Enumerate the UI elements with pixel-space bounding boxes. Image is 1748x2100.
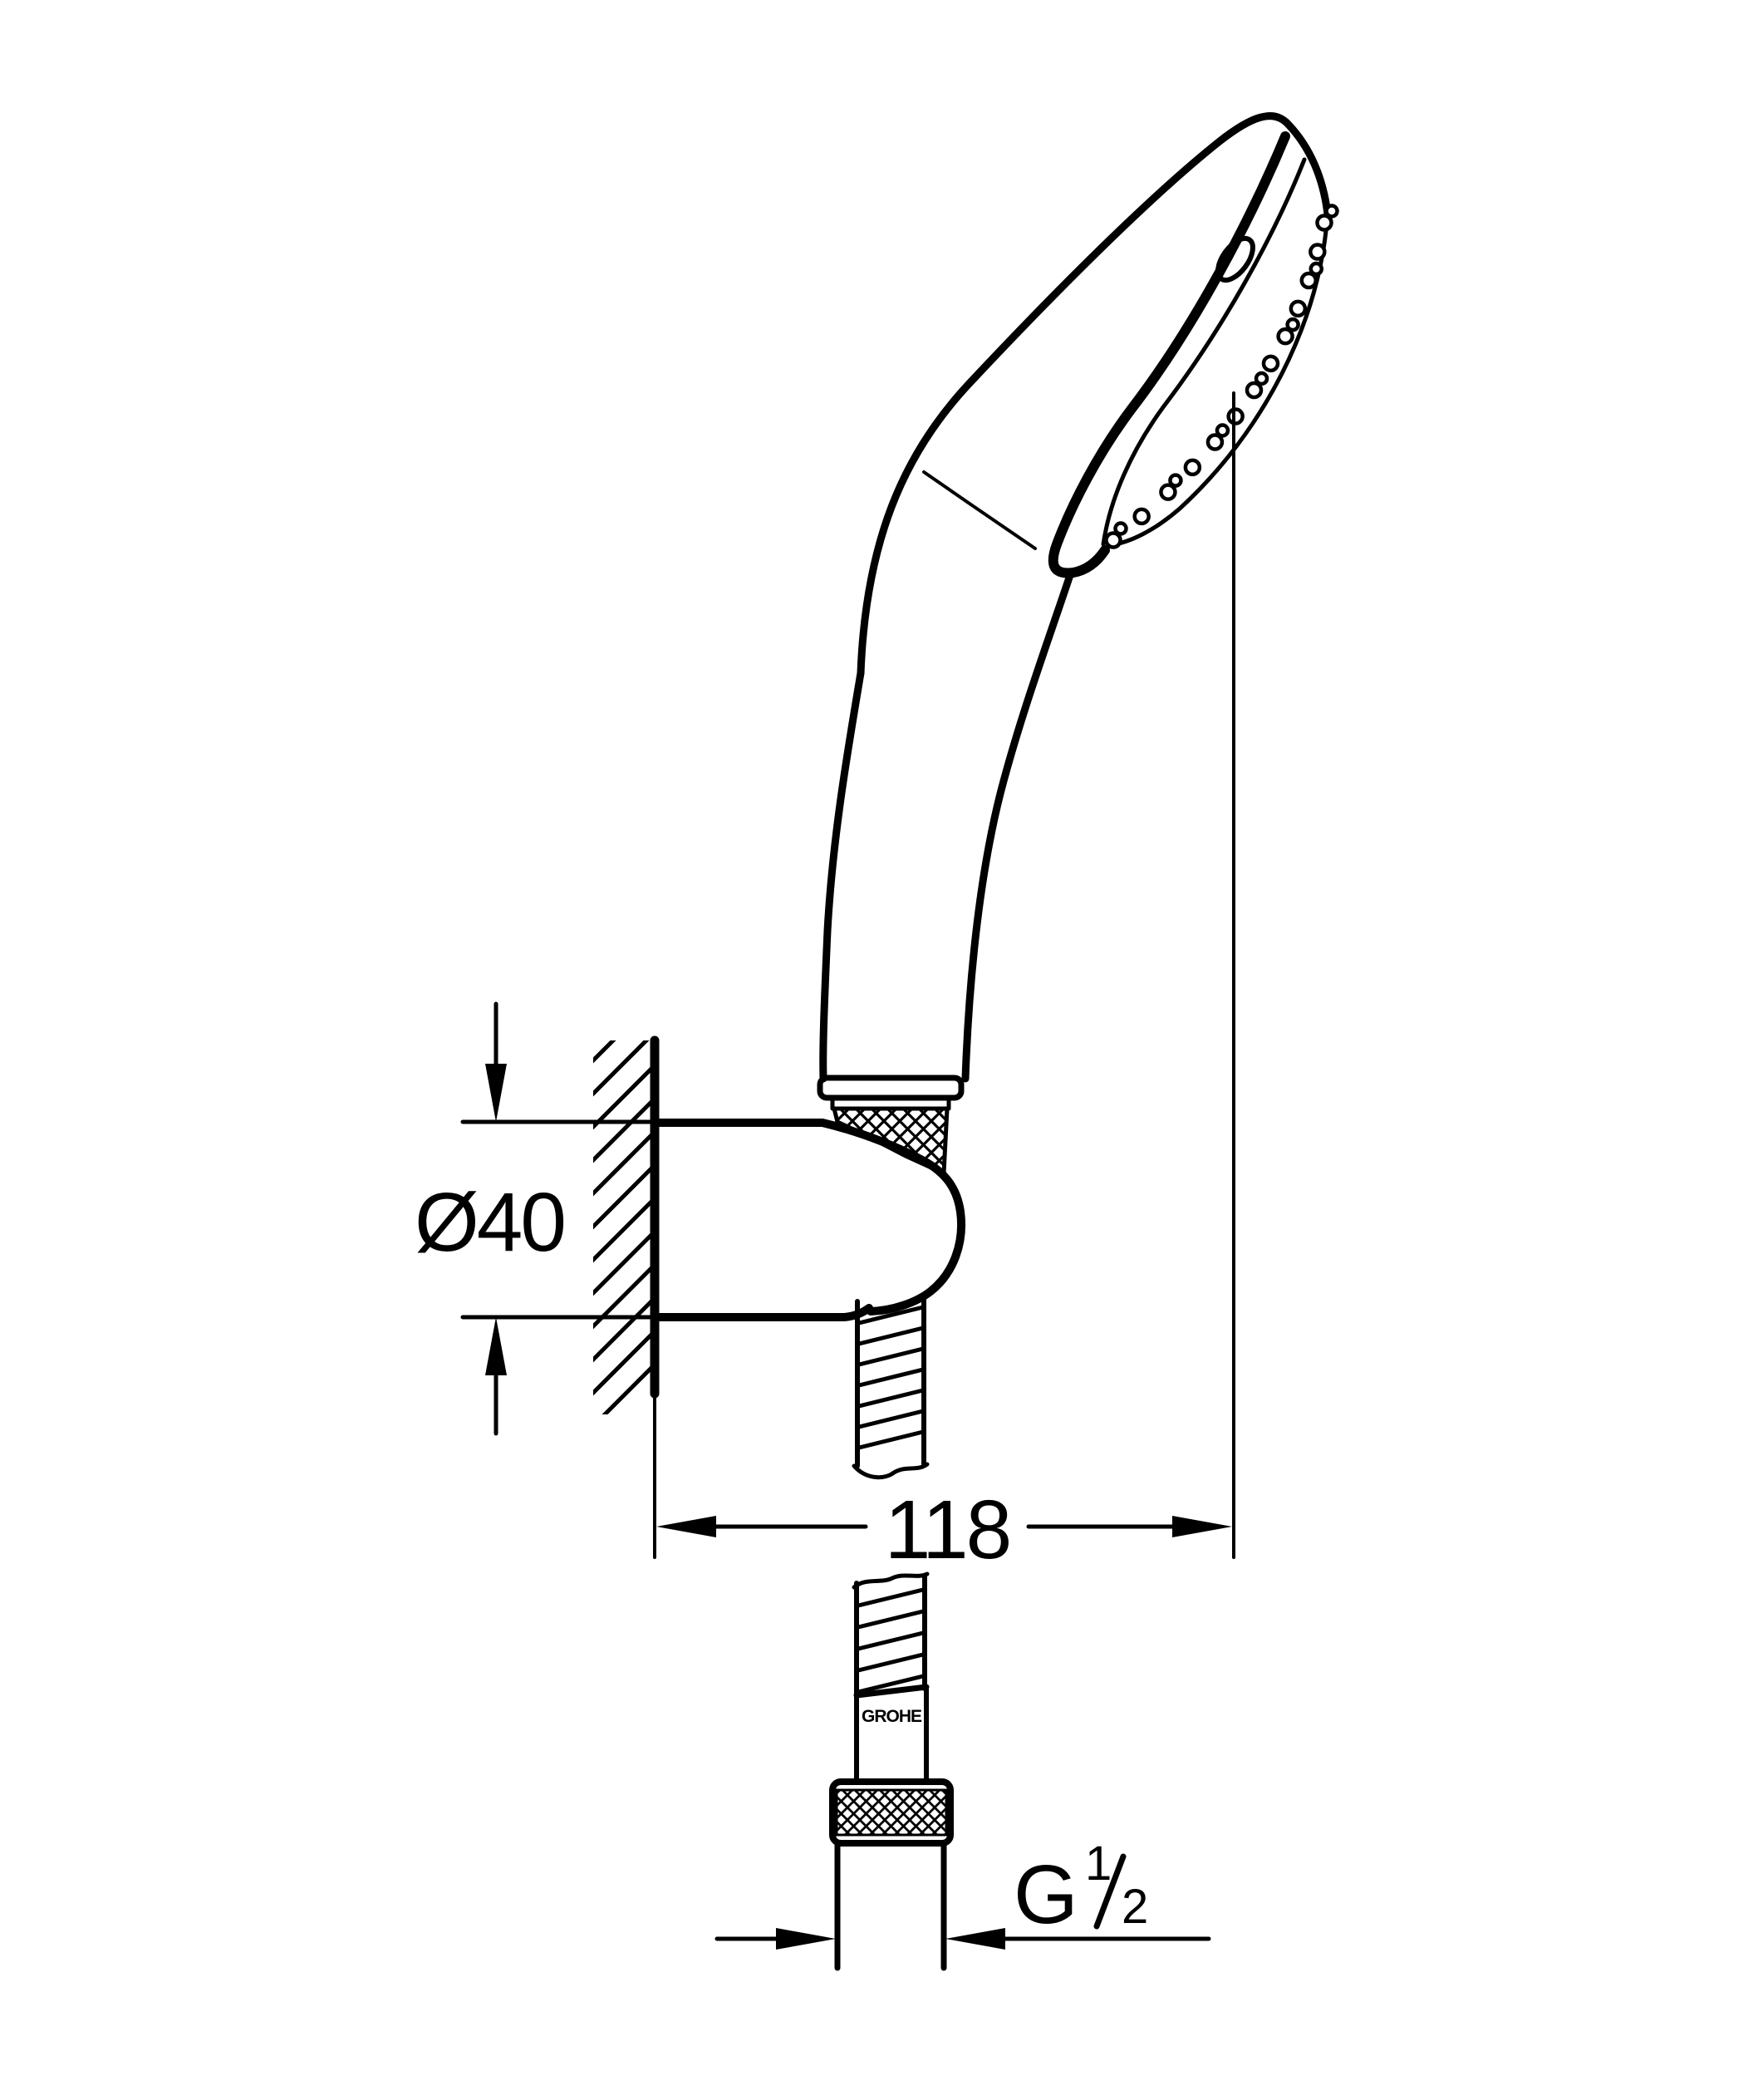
shower-head <box>857 112 1339 677</box>
nozzle-dot <box>1315 214 1333 232</box>
nozzle-dot <box>1226 407 1245 425</box>
generated-line <box>857 1429 926 1450</box>
nozzle-dot <box>1289 299 1308 318</box>
nozzle-dot <box>1309 261 1324 277</box>
nozzle-dot <box>1132 507 1151 526</box>
handle-nut-collar <box>830 1095 951 1111</box>
shower-head-face-inner-line <box>1101 157 1307 547</box>
dim-holder-diameter: Ø40 <box>415 1001 657 1436</box>
generated-line <box>857 1325 926 1346</box>
generated-line <box>593 1040 616 1064</box>
generated-line <box>856 1630 926 1651</box>
nozzle-dot <box>1168 473 1183 488</box>
generated-line <box>857 1367 926 1388</box>
nozzle-dot <box>1324 204 1339 219</box>
dim-diameter-bottom-arrow <box>485 1317 507 1375</box>
nozzle-dot <box>1276 327 1294 346</box>
dim-wall-to-face: 118 <box>653 391 1235 1576</box>
dim-thread-left-arrow <box>776 1928 836 1950</box>
dim-118-left-arrow <box>656 1516 716 1537</box>
hose-lower-ribs <box>856 1587 926 1694</box>
nozzle-dot <box>1113 521 1128 536</box>
hose-upper <box>852 1292 930 1480</box>
connector-knurled-nut <box>829 1778 954 1847</box>
shower-head-face-rim <box>1048 131 1290 578</box>
hose-lower <box>852 1571 930 1698</box>
nozzle-dot <box>1183 458 1202 477</box>
spray-face-hole <box>1215 235 1255 283</box>
hose-break-edge-top <box>852 1462 930 1480</box>
grohe-logo-text: GROHE <box>862 1707 922 1726</box>
dim-118-label: 118 <box>885 1483 1009 1576</box>
handle-seam-line <box>922 470 1037 550</box>
generated-line <box>857 1346 926 1367</box>
connector-nut-knurling <box>835 1788 948 1837</box>
generated-line <box>593 1040 650 1097</box>
generated-line <box>856 1587 926 1608</box>
generated-line <box>857 1388 926 1409</box>
shower-head-face-edge <box>1107 212 1330 548</box>
dim-thread-label-denominator: 2 <box>1122 1880 1148 1934</box>
hose-upper-ribs <box>857 1305 926 1450</box>
dim-diameter-label: Ø40 <box>415 1176 564 1269</box>
dim-thread-right-arrow <box>945 1928 1005 1950</box>
handle-right-edge <box>961 571 1074 1083</box>
dim-thread: G 1 2 <box>714 1837 1211 1950</box>
shower-handle <box>817 470 1074 1111</box>
generated-line <box>856 1609 926 1630</box>
shower-head-outline <box>857 112 1332 677</box>
dim-diameter-top-arrow <box>485 1064 507 1122</box>
nozzle-dot <box>1245 381 1264 400</box>
handle-left-edge <box>819 669 865 1083</box>
generated-line <box>857 1409 926 1429</box>
nozzle-dot <box>1159 483 1177 501</box>
generated-line <box>856 1652 926 1673</box>
dim-thread-label-g: G <box>1014 1848 1078 1941</box>
nozzle-dot <box>1205 433 1225 451</box>
connector-top-edge <box>853 1684 930 1699</box>
hose-connector: GROHE <box>829 1684 954 1971</box>
nozzle-dot <box>1285 317 1300 332</box>
nozzle-dot <box>1261 354 1280 373</box>
dim-thread-slash <box>1093 1853 1127 1930</box>
nozzle-dot <box>1104 531 1122 549</box>
nozzle-dot <box>1254 371 1269 386</box>
nozzle-dot <box>1309 243 1327 261</box>
generated-line <box>857 1305 926 1325</box>
generated-line <box>856 1674 926 1694</box>
hose-break-edge-bottom <box>852 1571 930 1590</box>
dim-118-right-arrow <box>1172 1516 1232 1537</box>
nozzle-dot <box>1215 423 1230 438</box>
nozzle-dot <box>1299 271 1318 290</box>
nozzle-strip <box>1104 204 1339 549</box>
dim-thread-label-numerator: 1 <box>1085 1837 1112 1891</box>
